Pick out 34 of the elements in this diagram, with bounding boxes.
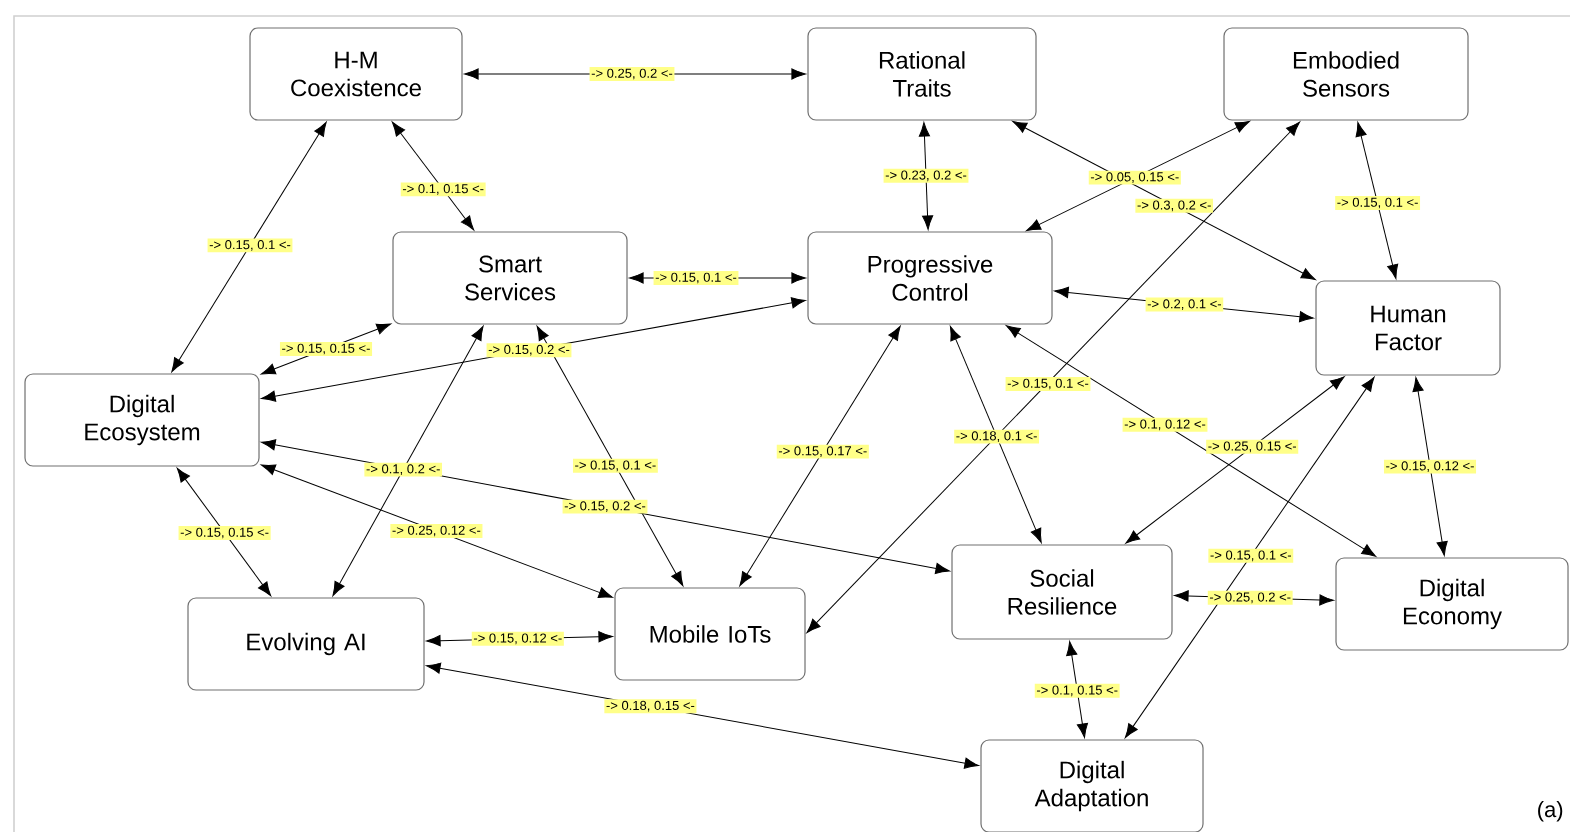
concept-box: Human Factor — [1315, 280, 1501, 376]
arrow — [261, 464, 613, 598]
arrow — [261, 297, 806, 402]
arrow — [949, 326, 1042, 543]
arrow — [332, 325, 484, 597]
concept-box: Embodied Sensors — [1223, 27, 1469, 121]
arrow — [1012, 121, 1316, 280]
concept-box: Digital Economy — [1335, 557, 1569, 651]
arrow — [176, 467, 272, 597]
concept-box: Mobile IoTs — [614, 587, 806, 681]
arrow — [1124, 376, 1375, 739]
arrow — [536, 325, 684, 587]
arrow — [1412, 377, 1448, 556]
concept-box: Digital Ecosystem — [24, 373, 260, 467]
arrow — [171, 121, 327, 373]
concept-box: Social Resilience — [951, 544, 1173, 640]
arrow — [1355, 122, 1399, 279]
arrow — [391, 121, 475, 231]
concept-box: Progressive Control — [807, 231, 1053, 325]
arrow — [1026, 121, 1250, 231]
arrow — [1125, 376, 1345, 544]
concept-box: H-M Coexistence — [249, 27, 463, 121]
concept-box: Evolving AI — [187, 597, 425, 691]
arrow — [806, 121, 1301, 633]
arrow — [1066, 641, 1088, 738]
arrow — [426, 662, 979, 769]
arrow — [1005, 325, 1377, 557]
concept-box: Smart Services — [392, 231, 628, 325]
concept-box: Rational Traits — [807, 27, 1037, 121]
panel-label: (a) — [1538, 801, 1563, 822]
arrow — [261, 323, 391, 375]
arrow — [918, 122, 934, 230]
concept-box: Digital Adaptation — [980, 739, 1204, 832]
arrow — [739, 325, 901, 587]
